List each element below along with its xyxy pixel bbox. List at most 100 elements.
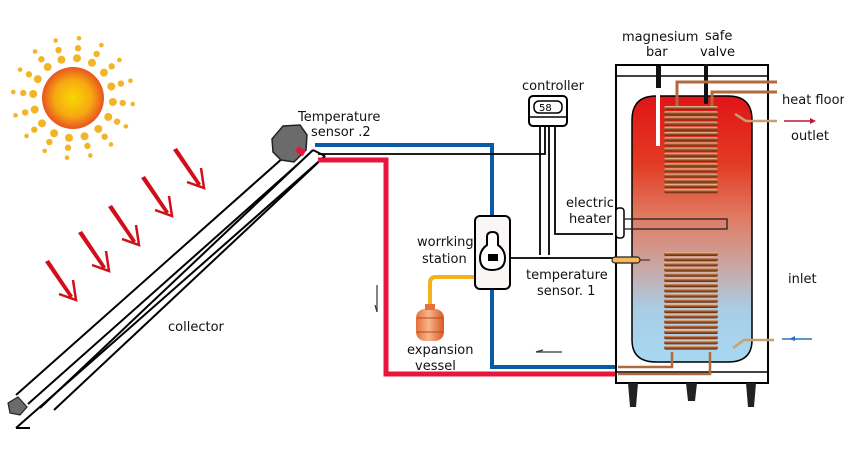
sun-ray-dot (119, 99, 126, 107)
flow-arrow-left (535, 349, 562, 353)
label-inlet: inlet (788, 272, 817, 287)
coil-turn (664, 252, 718, 256)
inlet-pipe (732, 338, 774, 350)
cold-return-pipe (490, 290, 625, 369)
magnesium-bar (656, 88, 660, 146)
outlet-arrow (784, 118, 816, 124)
controller-device: 58 (528, 95, 568, 127)
coil-turn (664, 178, 718, 183)
controller-display-value: 58 (539, 103, 552, 114)
storage-tank (611, 64, 777, 407)
sun-icon (10, 35, 136, 161)
sun-ray-dot (20, 89, 27, 97)
solar-coil-pipe (618, 352, 712, 376)
heat-floor-pipe (675, 80, 777, 106)
sun-ray-dot (57, 55, 66, 64)
coil-turn (664, 283, 718, 288)
safe-valve (704, 64, 708, 104)
label-temperature-sensor-1: temperature sensor. 1 (526, 268, 612, 299)
label-controller: controller (522, 79, 585, 94)
coil-turn (664, 158, 718, 162)
sun-ray-dot (33, 75, 42, 84)
collector-tube-edge (53, 155, 326, 411)
sun-ray-dot (107, 82, 116, 91)
sun-ray-dot (113, 118, 121, 125)
tank-foot (686, 383, 697, 401)
coil-turn (664, 126, 718, 131)
sun-ray-dot (55, 46, 62, 54)
sun-ray-dot (42, 148, 47, 154)
coil-turn (664, 293, 718, 298)
coil-turn (664, 163, 718, 168)
sun-ray-dot (29, 90, 38, 99)
coil-turn (664, 152, 718, 157)
cold-return-pipe (315, 143, 494, 216)
sun-ray-dot (108, 63, 115, 70)
coil-turn (664, 132, 718, 136)
sun-ray-dot (74, 45, 82, 52)
sun-ray-dot (93, 50, 100, 58)
sun-ray-dot (130, 101, 136, 107)
label-heat-floor: heat floor (782, 93, 844, 108)
label-temperature-sensor-2: Temperature sensor .2 (297, 110, 385, 140)
solar-coil-pipe (618, 352, 674, 369)
inlet-arrow (782, 336, 812, 341)
heat-floor-pipe (710, 90, 777, 106)
magnesium-bar-top (656, 66, 661, 88)
sun-ray-dot (76, 35, 82, 41)
coil-turn (664, 111, 718, 116)
sun-ray-dot (13, 113, 18, 118)
coil-turn (664, 137, 718, 142)
solar-collector (7, 124, 326, 429)
coil-turn (664, 304, 718, 308)
heater-wire (554, 124, 613, 235)
collector-foot (7, 396, 28, 416)
temperature-sensor-1 (611, 256, 641, 264)
sun-ray-dot (88, 153, 93, 158)
working-station-pump (474, 215, 511, 290)
sun-ray-dot (117, 80, 125, 87)
sun-ray-dot (123, 124, 129, 129)
sun-ray-dot (46, 138, 53, 146)
coil-turn (664, 147, 718, 152)
sunlight-arrow-icon (108, 205, 141, 247)
sun-ray-dot (10, 89, 16, 95)
sun-ray-dot (64, 144, 72, 151)
coil-turn (664, 168, 718, 173)
sun-ray-dot (99, 42, 104, 48)
coil-turn (664, 288, 718, 293)
sun-ray-dot (17, 67, 23, 72)
coil-turn (664, 345, 718, 350)
coil-turn (664, 267, 718, 272)
coil-turn (664, 272, 718, 277)
heater-element (623, 218, 728, 230)
sunlight-arrow-icon (173, 148, 206, 190)
controller-display (533, 100, 563, 114)
coil-turn (664, 330, 718, 334)
collector-tube-edge (15, 156, 285, 396)
sun-ray-dot (80, 132, 89, 141)
coil-turn (664, 257, 718, 262)
coil-turn (664, 278, 718, 282)
sun-ray-dot (99, 68, 108, 77)
sun-ray-dot (108, 97, 117, 106)
coil-turn (664, 309, 718, 314)
label-expansion-vessel: expansion vessel (407, 343, 478, 374)
tank-foot (628, 383, 638, 407)
coil-turn (664, 335, 718, 340)
collector-tube-edge (39, 149, 314, 409)
coil-turn (664, 324, 718, 329)
sun-ray-dot (30, 105, 39, 114)
sensor-2-wire (318, 124, 546, 155)
coil-turn (664, 189, 718, 194)
coil-turn (664, 298, 718, 303)
expansion-pipe (428, 275, 474, 310)
sun-ray-dot (31, 126, 38, 133)
sun-ray-dot (32, 49, 38, 54)
sun-ray-dot (24, 133, 29, 139)
coil-turn (664, 142, 718, 147)
sun-ray-dot (117, 57, 122, 63)
flow-arrow-down (374, 285, 378, 313)
